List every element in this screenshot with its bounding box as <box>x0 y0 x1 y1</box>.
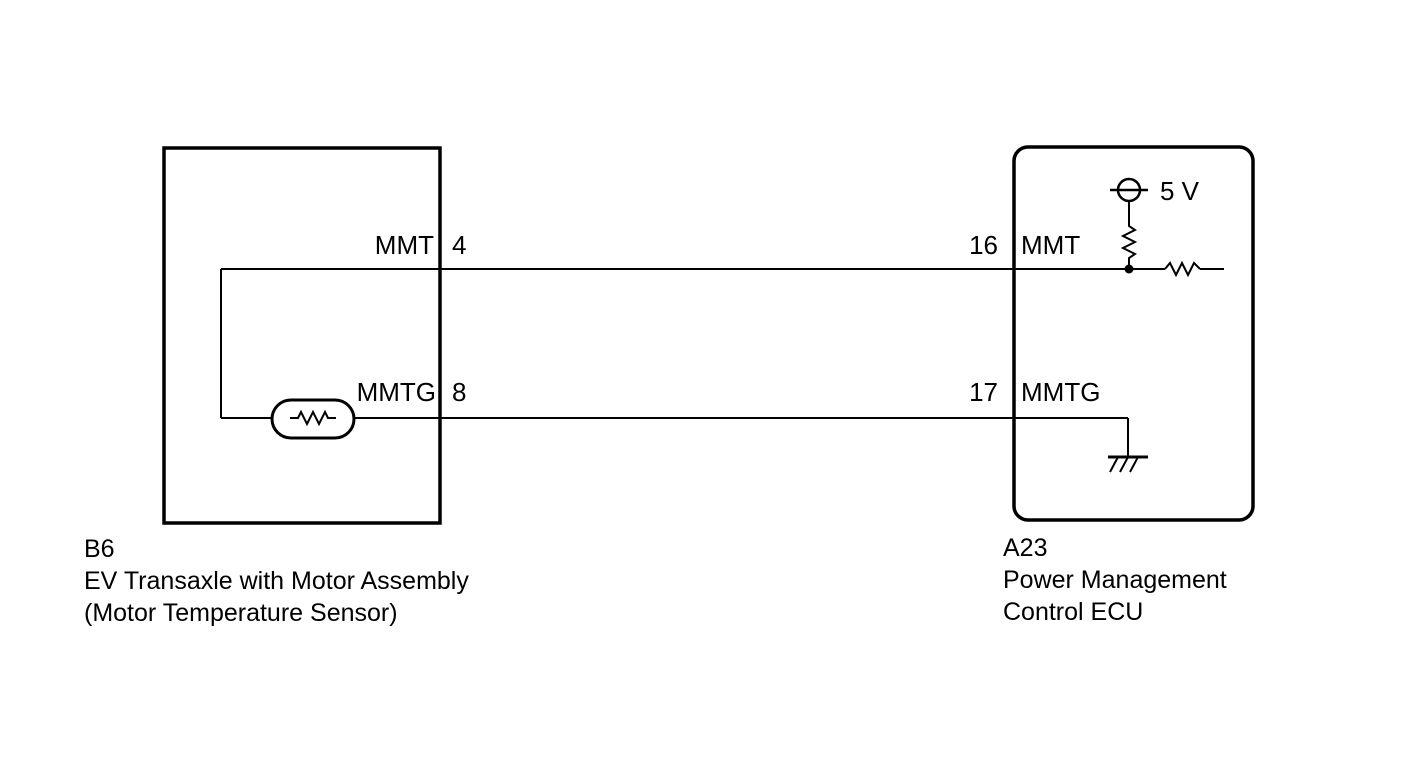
left-pin-number-4: 4 <box>452 230 466 260</box>
left-component-name-line2: (Motor Temperature Sensor) <box>84 599 398 627</box>
internal-resistor-icon <box>1129 260 1224 278</box>
sensor-component-box <box>162 146 442 525</box>
left-component-code: B6 <box>84 535 115 563</box>
left-pin-name-mmtg: MMTG <box>357 377 436 407</box>
ecu-component-box <box>1012 145 1255 522</box>
thermistor-icon <box>270 398 356 440</box>
supply-voltage-label: 5 V <box>1160 176 1200 206</box>
left-pin-name-mmt: MMT <box>375 230 434 260</box>
left-component-name-line1: EV Transaxle with Motor Assembly <box>84 567 469 595</box>
right-pin-number-17: 17 <box>969 377 998 407</box>
right-component-code: A23 <box>1003 534 1047 562</box>
right-pin-name-mmt: MMT <box>1021 230 1080 260</box>
pullup-resistor-icon <box>1120 222 1138 269</box>
right-component-name-line1: Power Management <box>1003 566 1227 594</box>
left-pin-number-8: 8 <box>452 377 466 407</box>
ground-icon <box>1108 418 1148 473</box>
right-pin-number-16: 16 <box>969 230 998 260</box>
right-pin-name-mmtg: MMTG <box>1021 377 1100 407</box>
supply-5v-icon <box>1110 177 1148 222</box>
right-component-name-line2: Control ECU <box>1003 598 1143 626</box>
